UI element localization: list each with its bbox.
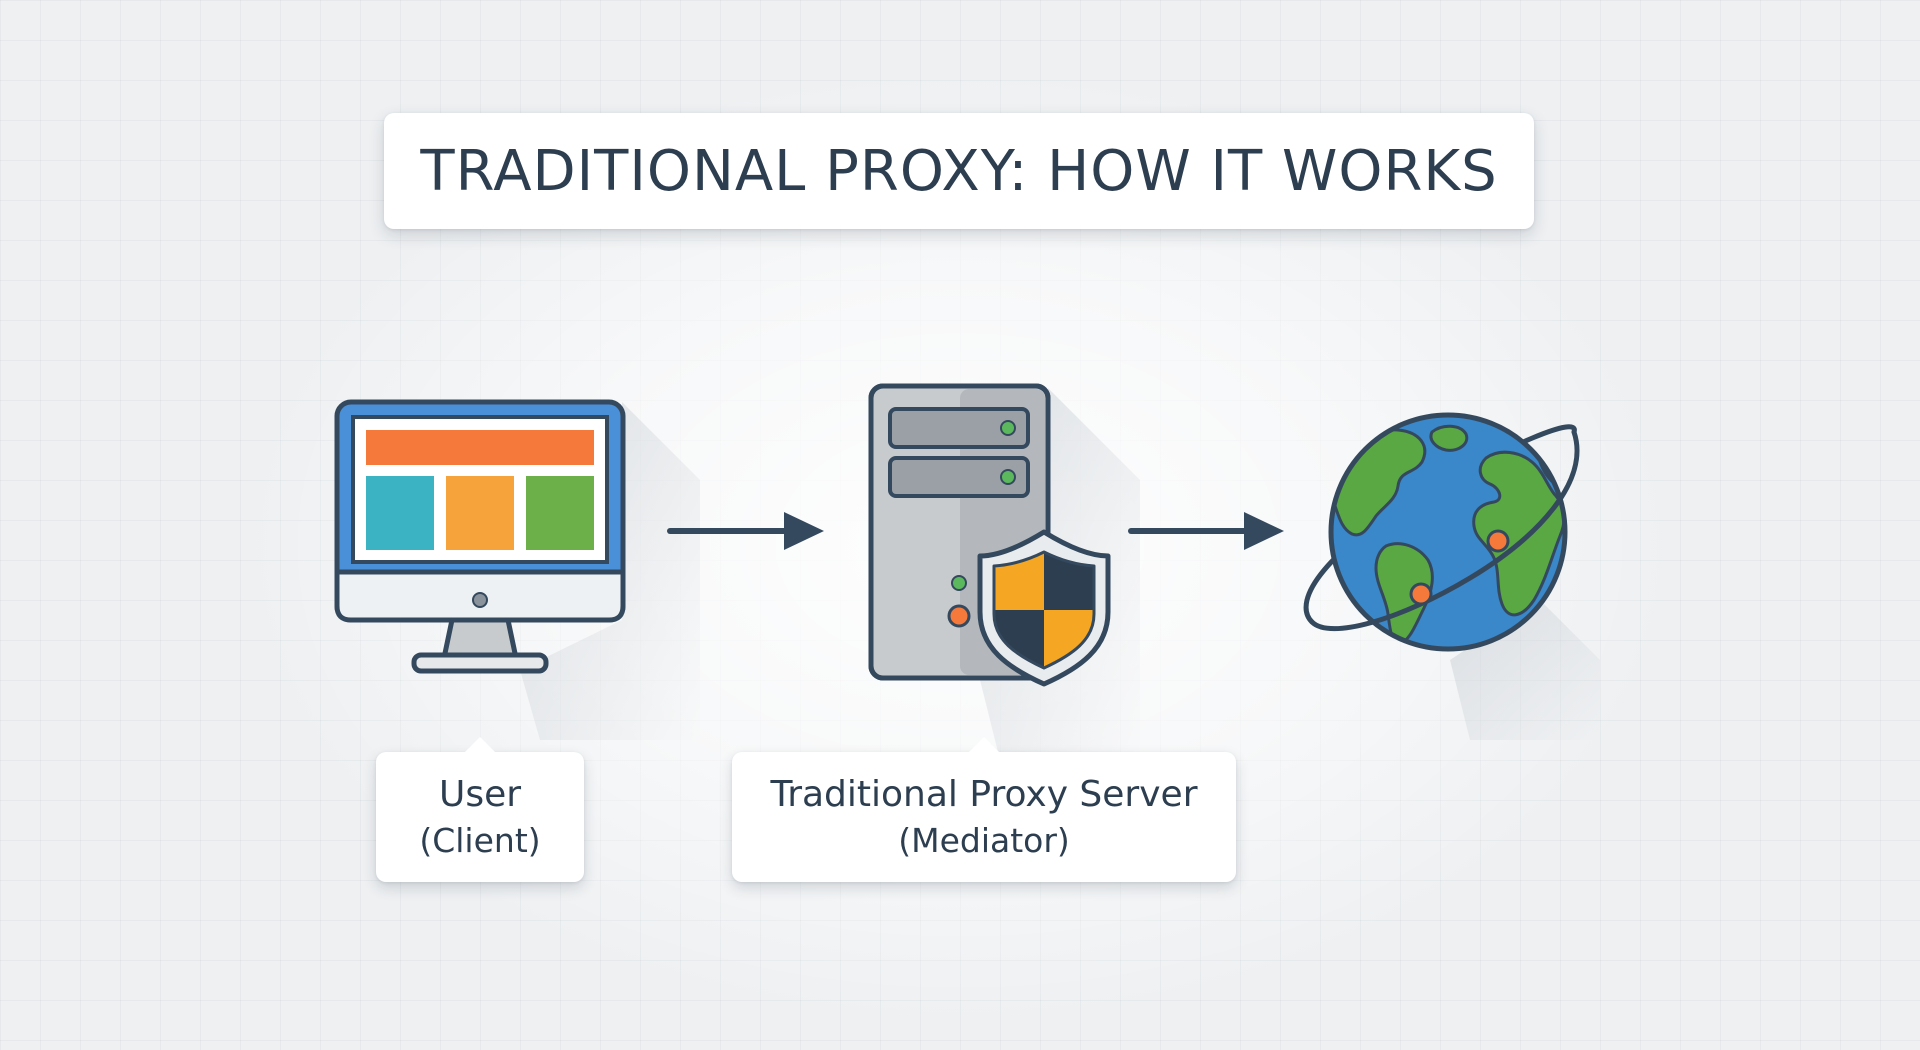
globe-icon	[1303, 412, 1600, 740]
server-power-button	[947, 604, 971, 628]
server-led-1	[1000, 420, 1016, 436]
client-label: User (Client)	[376, 737, 584, 882]
arrow-proxy-to-internet	[1128, 512, 1284, 550]
arrow-client-to-proxy	[667, 512, 824, 550]
proxy-label-title: Traditional Proxy Server	[770, 774, 1198, 815]
globe-node-2	[1486, 529, 1510, 553]
monitor-stand	[441, 617, 519, 661]
globe-orbit-front	[1309, 429, 1580, 631]
screen-tile-teal	[366, 476, 434, 550]
computer-monitor-icon	[334, 399, 700, 740]
client-label-title: User	[438, 774, 522, 815]
server-status-led	[951, 575, 967, 591]
server-drive-bay-1	[888, 407, 1030, 449]
proxy-label: Traditional Proxy Server (Mediator)	[732, 737, 1236, 882]
screen-tile-green	[526, 476, 594, 550]
server-drive-bay-2	[888, 456, 1030, 498]
monitor-power-dot	[472, 592, 488, 608]
monitor-shadow	[520, 402, 700, 740]
page-title: TRADITIONAL PROXY: HOW IT WORKS	[420, 138, 1498, 204]
proxy-label-subtitle: (Mediator)	[898, 821, 1070, 860]
globe-outline	[1328, 412, 1568, 652]
shield-icon	[977, 529, 1111, 687]
server-with-shield-icon	[868, 383, 1140, 760]
client-label-subtitle: (Client)	[419, 821, 541, 860]
screen-tile-amber	[446, 476, 514, 550]
server-led-2	[1000, 469, 1016, 485]
monitor-base	[411, 652, 549, 674]
title-banner: TRADITIONAL PROXY: HOW IT WORKS	[384, 113, 1534, 229]
globe-node-1	[1409, 582, 1433, 606]
screen-banner	[366, 430, 594, 465]
